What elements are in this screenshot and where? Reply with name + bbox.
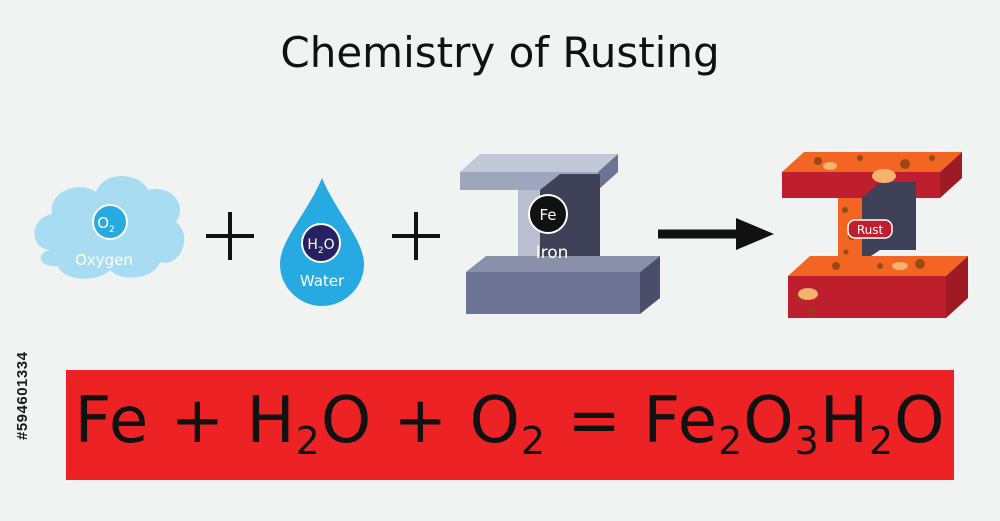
rust-label: Rust <box>857 223 884 237</box>
eq-fe: Fe <box>74 384 150 458</box>
oxygen-label: Oxygen <box>75 251 133 269</box>
eq-h-sub: 2 <box>295 419 321 463</box>
svg-text:H2O: H2O <box>307 237 334 256</box>
eq-product-fe-sub: 2 <box>718 419 744 463</box>
oxygen-formula: O <box>97 214 109 232</box>
iron-label: Iron <box>536 243 569 263</box>
oxygen-formula-sub: 2 <box>109 225 115 235</box>
equation-bar: Fe + H2O + O2 = Fe2O3H2O <box>66 370 954 480</box>
svg-text:O2: O2 <box>97 214 115 235</box>
page-title: Chemistry of Rusting <box>280 28 720 77</box>
eq-product-o-sub: 3 <box>794 419 820 463</box>
iron-symbol-circle <box>528 194 568 234</box>
eq-plus-2: + <box>393 384 449 458</box>
water-formula-h: H <box>307 237 318 253</box>
eq-o2-sub: 2 <box>520 419 547 463</box>
eq-h: H <box>246 384 296 458</box>
eq-o: O <box>320 384 373 458</box>
arrow-head-icon <box>736 218 774 250</box>
eq-product-o2: O <box>894 384 946 458</box>
rust-label-badge <box>847 219 893 239</box>
water-label: Water <box>300 272 345 290</box>
water-formula-o: O <box>324 237 335 253</box>
oxygen-formula-circle <box>92 204 128 240</box>
plus-sign-1 <box>206 212 254 260</box>
plus-sign-2 <box>392 212 440 260</box>
iron-symbol: Fe <box>539 206 556 224</box>
water-formula-circle <box>301 223 341 263</box>
eq-equals: = <box>567 384 623 458</box>
water-drop: H2O Water <box>280 178 364 306</box>
eq-product-h-sub: 2 <box>868 419 895 463</box>
eq-product-o: O <box>743 384 795 458</box>
rusting-equation: Fe + H2O + O2 = Fe2O3H2O <box>66 384 954 460</box>
rust-beam: Rust <box>782 152 968 318</box>
oxygen-cloud: O2 Oxygen <box>34 176 185 279</box>
eq-plus-1: + <box>170 384 226 458</box>
iron-beam: Fe Iron <box>460 154 660 314</box>
eq-product-h: H <box>819 384 869 458</box>
water-formula-sub: 2 <box>318 246 324 256</box>
eq-product-fe: Fe <box>643 384 719 458</box>
eq-o2: O <box>469 384 521 458</box>
reaction-arrow <box>658 218 774 250</box>
